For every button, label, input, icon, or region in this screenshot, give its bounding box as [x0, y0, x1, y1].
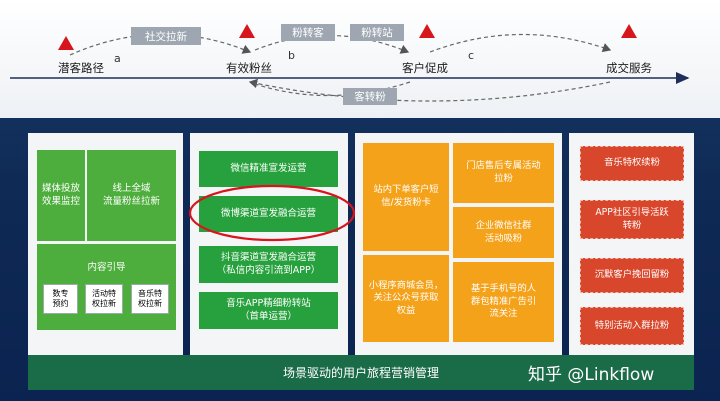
app-community-box: APP社区引导活跃 转粉: [580, 200, 684, 239]
path-letter-b: b: [288, 49, 295, 62]
store-aftersales-box: 门店售后专属活动 拉粉: [453, 143, 554, 203]
mini-program-member-box: 小程序商城会员， 关注公众号获取 权益: [363, 255, 449, 342]
stage-label-deal: 成交服务: [606, 61, 652, 75]
path-letter-a: a: [114, 52, 121, 65]
conversion-fan-to-customer: 粉转客: [281, 24, 335, 41]
weibo-ops-box: 微博渠道宣发融合运营: [199, 196, 338, 232]
footer-bar: 场景驱动的用户旅程营销管理: [28, 355, 694, 390]
stage-marker-icon: [239, 24, 255, 38]
wechat-ops-box: 微信精准宣发运营: [199, 151, 338, 187]
music-privilege-renewal-box: 音乐特权续粉: [580, 146, 684, 181]
highlight-circle: [188, 184, 356, 242]
conversion-customer-to-fan: 客转粉: [343, 88, 397, 105]
music-app-ops-box: 音乐APP精细粉转站 （首单运营）: [199, 292, 338, 329]
music-privilege-item: 音乐特 权拉新: [131, 284, 169, 314]
event-privilege-item: 活动特 权拉新: [85, 284, 123, 314]
stage-label-conversion: 客户促成: [402, 61, 448, 75]
special-event-box: 特别活动入群拉粉: [580, 307, 684, 345]
path-letter-c: c: [468, 49, 475, 62]
conversion-social-acquisition: 社交拉新: [131, 27, 201, 45]
phone-audience-box: 基于手机号的人 群包精准广告引 流关注: [453, 262, 554, 342]
wecom-community-box: 企业微信社群 活动吸粉: [453, 207, 554, 258]
stage-marker-icon: [419, 24, 435, 38]
stage-marker-icon: [58, 36, 74, 50]
silent-customer-box: 沉默客户挽回留粉: [580, 258, 684, 293]
sms-fan-card-box: 站内下单客户短 信/发货粉卡: [363, 143, 449, 251]
album-preorder-item: 数专 预约: [43, 284, 78, 314]
stage-label-prospect: 潜客路径: [58, 61, 104, 75]
footer-title: 场景驱动的用户旅程营销管理: [283, 366, 440, 380]
fan-acquisition-box: 线上全域 流量粉丝拉新: [87, 150, 176, 241]
stage-label-fans: 有效粉丝: [226, 61, 272, 75]
conversion-fan-to-station: 粉转站: [350, 24, 404, 41]
stage-marker-icon: [621, 24, 637, 38]
watermark: 知乎 @Linkflow: [528, 365, 655, 385]
douyin-ops-box: 抖音渠道宣发融合运营 （私信内容引流到APP）: [199, 246, 338, 283]
ad-monitoring-box: 媒体投放 效果监控: [37, 150, 85, 241]
